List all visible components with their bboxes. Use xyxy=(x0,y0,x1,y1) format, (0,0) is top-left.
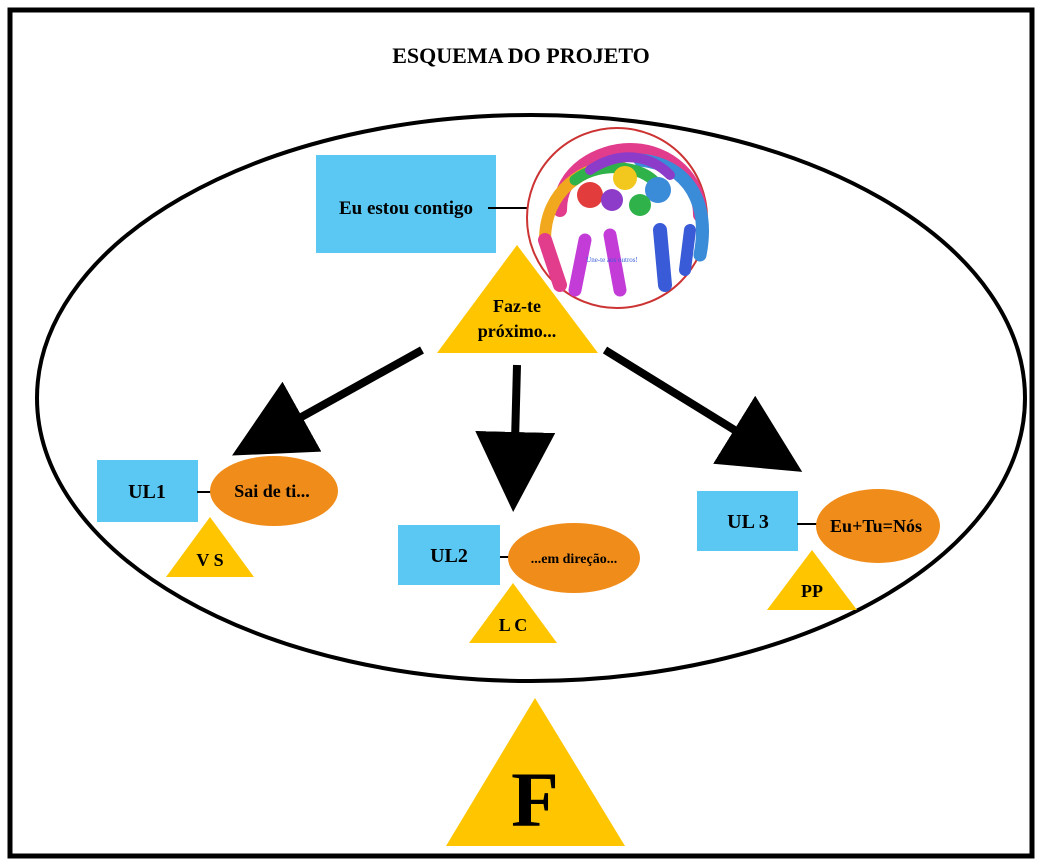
ul1-oval-label: Sai de ti... xyxy=(234,481,310,501)
team-image: Une-te aos outros! xyxy=(526,127,709,309)
ul3-triangle-label: PP xyxy=(801,581,823,601)
arrow-to-ul1 xyxy=(232,346,424,456)
ul1-triangle-label: V S xyxy=(196,550,223,570)
main-ellipse xyxy=(35,113,1027,683)
ul1-box xyxy=(97,460,198,522)
diagram-title: ESQUEMA DO PROJETO xyxy=(392,43,650,68)
arrow-to-ul2 xyxy=(475,364,556,512)
base-triangle xyxy=(446,698,625,846)
ul2-triangle xyxy=(469,583,557,643)
unit-ul2: UL2 ...em direção... L C xyxy=(398,523,640,643)
top-triangle xyxy=(437,245,598,353)
ul3-box xyxy=(697,491,798,551)
ul3-oval-label: Eu+Tu=Nós xyxy=(830,516,922,536)
people-icon xyxy=(538,142,709,297)
unit-ul1: UL1 Sai de ti... V S xyxy=(97,456,338,577)
ul3-triangle xyxy=(767,550,857,610)
top-box-label: Eu estou contigo xyxy=(339,198,473,219)
top-box xyxy=(316,155,496,253)
ul2-oval-label: ...em direção... xyxy=(531,552,617,567)
arrow-to-ul3 xyxy=(602,346,803,472)
ul2-triangle-label: L C xyxy=(499,615,528,635)
top-triangle-label-2: próximo... xyxy=(478,321,557,341)
ul1-triangle xyxy=(166,517,254,577)
ul2-box xyxy=(398,525,500,585)
ul1-oval xyxy=(210,456,338,526)
ul2-box-label: UL2 xyxy=(430,545,468,567)
ul2-oval xyxy=(508,523,640,593)
top-triangle-label-1: Faz-te xyxy=(493,296,541,316)
image-caption: Une-te aos outros! xyxy=(586,256,638,264)
ul3-oval xyxy=(816,489,940,563)
ul3-box-label: UL 3 xyxy=(727,511,769,533)
base-triangle-label: F xyxy=(511,756,559,843)
ul1-box-label: UL1 xyxy=(128,481,166,503)
unit-ul3: UL 3 Eu+Tu=Nós PP xyxy=(697,489,940,610)
